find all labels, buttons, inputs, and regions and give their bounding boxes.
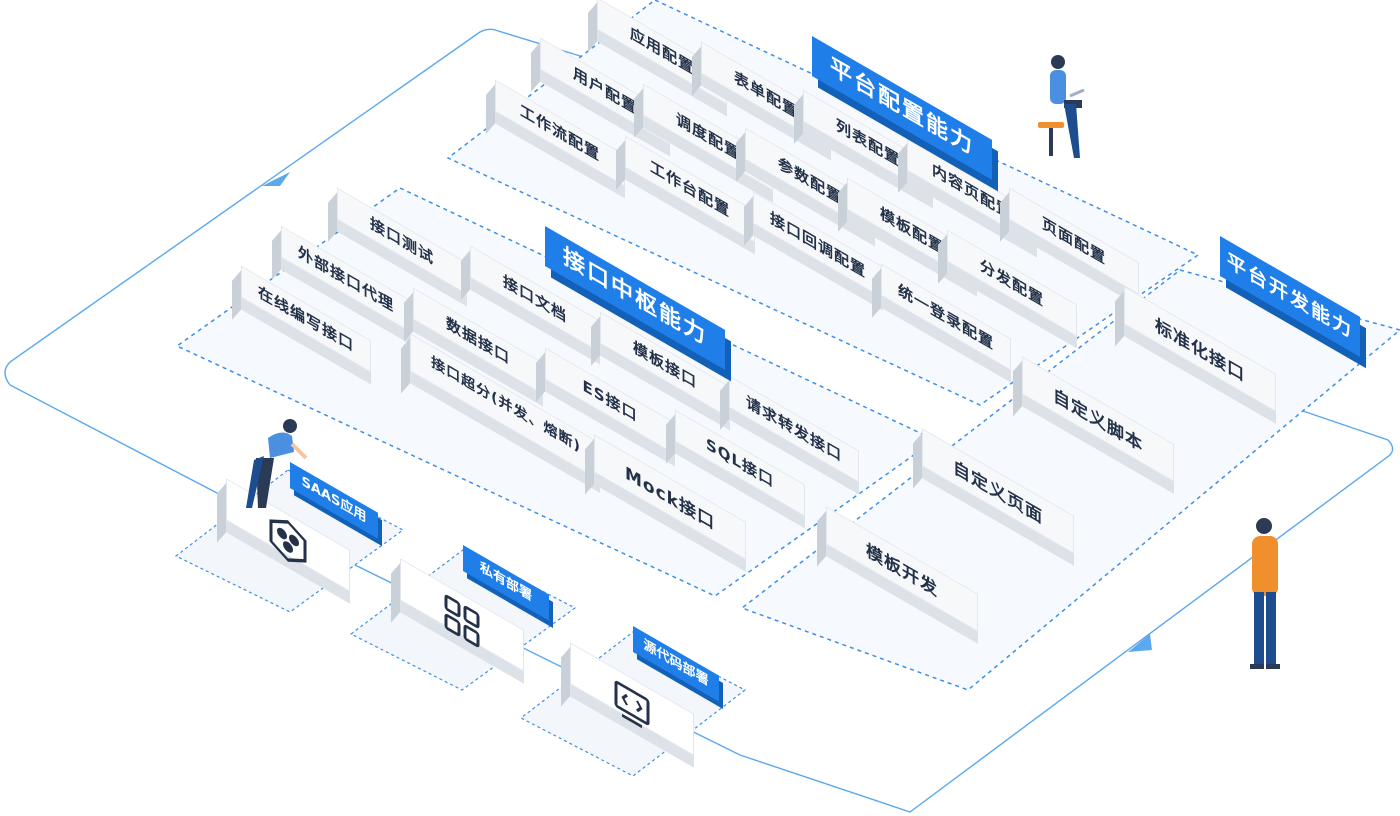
code-window-icon: [610, 670, 654, 739]
person-sitting-laptop-icon: [1038, 55, 1085, 158]
flow-arrow-icon: [1128, 634, 1152, 652]
person-leaning-icon: [246, 419, 308, 508]
flow-arrow-icon: [262, 172, 290, 186]
hexagon-cluster-icon: [266, 506, 310, 575]
person-standing-icon: [1250, 518, 1280, 669]
server-grid-icon: [440, 586, 484, 655]
